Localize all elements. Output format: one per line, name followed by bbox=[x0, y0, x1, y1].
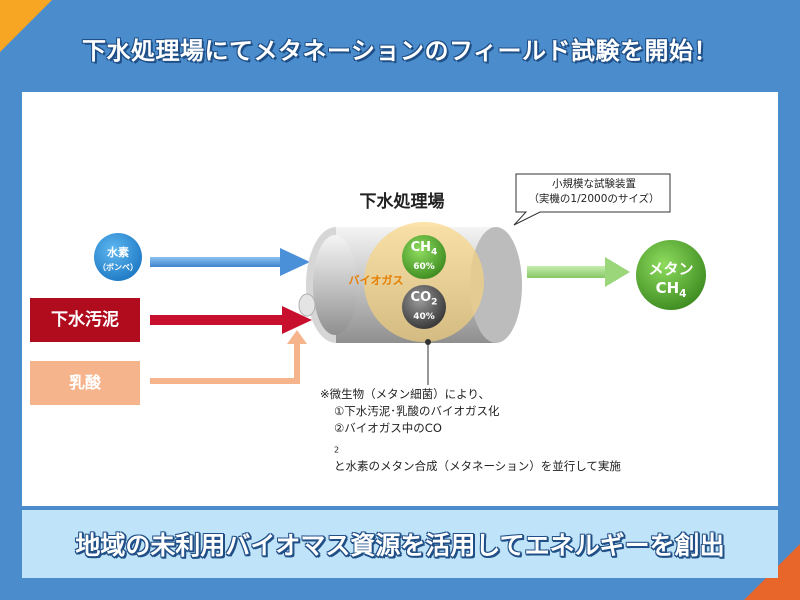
hydrogen-ball bbox=[94, 233, 142, 281]
ch4-percent: 60% bbox=[413, 262, 435, 272]
hydrogen-label: 水素 bbox=[107, 246, 129, 259]
callout-bubble bbox=[513, 173, 671, 226]
corner-accent-top-left bbox=[0, 0, 52, 52]
page-title: 下水処理場にてメタネーションのフィールド試験を開始！ bbox=[81, 36, 719, 65]
callout-line-1: 小規模な試験装置 bbox=[552, 178, 636, 190]
note-line-2: ①下水汚泥･乳酸のバイオガス化 bbox=[334, 404, 500, 418]
biogas-glow bbox=[364, 222, 484, 342]
methane-output-formula: CH4 bbox=[655, 279, 687, 300]
lactic-acid-arrow bbox=[150, 330, 307, 384]
lactic-acid-box bbox=[30, 361, 140, 405]
co2-ball bbox=[402, 285, 446, 329]
methane-output-label: メタン bbox=[648, 260, 694, 278]
note-pointer-dot bbox=[425, 339, 431, 345]
process-note: ※微生物（メタン細菌）により、 ①下水汚泥･乳酸のバイオガス化 ②バイオガス中の… bbox=[320, 386, 770, 475]
ch4-ball bbox=[402, 235, 446, 279]
hydrogen-sublabel: （ボンベ） bbox=[98, 263, 138, 272]
callout-line-2: （実機の1/2000のサイズ） bbox=[528, 193, 660, 205]
methane-output-ball bbox=[636, 240, 706, 310]
title-bar: 下水処理場にてメタネーションのフィールド試験を開始！ bbox=[18, 18, 782, 78]
biogas-label: バイオガス bbox=[348, 274, 404, 287]
co2-percent: 40% bbox=[413, 312, 435, 322]
lactic-acid-label: 乳酸 bbox=[68, 373, 101, 392]
sewage-sludge-arrow bbox=[150, 306, 312, 334]
hydrogen-arrow bbox=[150, 248, 310, 276]
output-arrow bbox=[527, 257, 630, 287]
ch4-formula: CH4 bbox=[410, 240, 438, 258]
sewage-sludge-label: 下水汚泥 bbox=[51, 310, 119, 330]
sewage-sludge-box bbox=[30, 298, 140, 342]
callout-text: 小規模な試験装置 （実機の1/2000のサイズ） bbox=[519, 177, 669, 207]
plant-label: 下水処理場 bbox=[359, 192, 445, 212]
footer-banner: 地域の未利用バイオマス資源を活用してエネルギーを創出 bbox=[22, 510, 778, 578]
co2-formula: CO2 bbox=[410, 290, 438, 308]
note-line-1: ※微生物（メタン細菌）により、 bbox=[320, 387, 490, 401]
footer-text: 地域の未利用バイオマス資源を活用してエネルギーを創出 bbox=[75, 531, 725, 560]
